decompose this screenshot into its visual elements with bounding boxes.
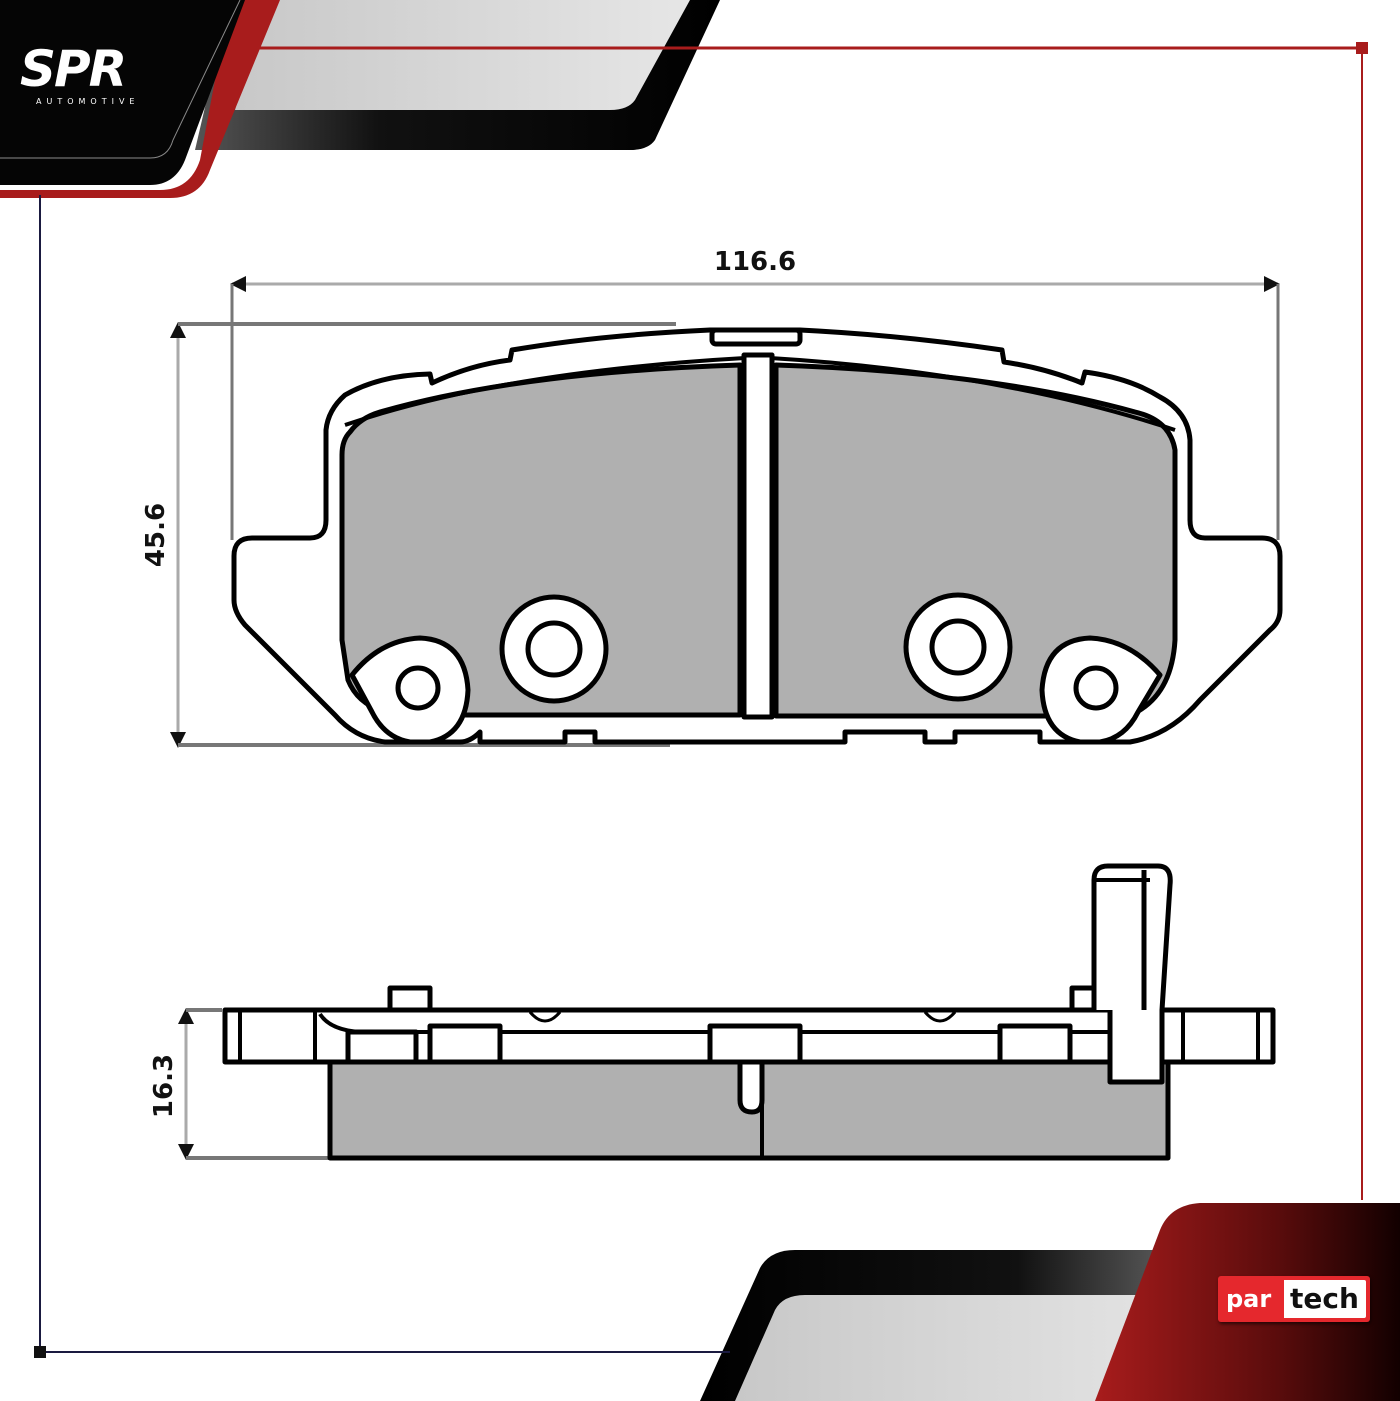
dimension-width: 116.6 bbox=[230, 247, 1280, 540]
pad-front-view bbox=[231, 327, 1283, 745]
spr-logo-subtitle: AUTOMOTIVE bbox=[36, 97, 140, 106]
height-dimension-label: 45.6 bbox=[141, 503, 171, 567]
spr-logo: SPR bbox=[20, 40, 127, 98]
dimension-height: 45.6 bbox=[141, 322, 676, 748]
partech-logo-right: tech bbox=[1284, 1280, 1366, 1318]
top-banner bbox=[0, 0, 720, 198]
partech-logo: par tech bbox=[1218, 1276, 1370, 1322]
pad-side-view bbox=[222, 863, 1276, 1161]
thickness-dimension-label: 16.3 bbox=[149, 1054, 179, 1118]
dimension-thickness: 16.3 bbox=[149, 1008, 330, 1160]
width-dimension-label: 116.6 bbox=[714, 247, 796, 277]
partech-logo-left: par bbox=[1226, 1285, 1272, 1313]
frame bbox=[34, 42, 1368, 1358]
